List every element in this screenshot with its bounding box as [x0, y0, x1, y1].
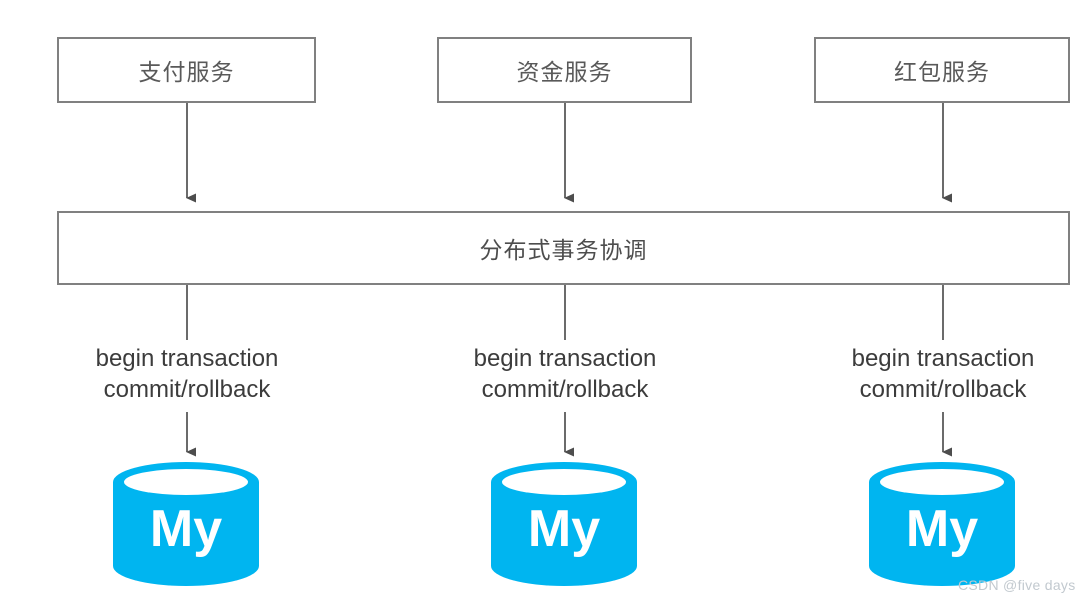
service-box-payment-label: 支付服务	[138, 59, 235, 85]
transaction-label-2: begin transaction commit/rollback	[415, 343, 715, 405]
transaction-label-1-line1: begin transaction	[95, 345, 279, 372]
mysql-database-icon-3-text: My	[906, 500, 978, 558]
mysql-database-icon-1[interactable]: My	[113, 462, 259, 586]
transaction-label-1-line2: commit/rollback	[103, 376, 271, 403]
transaction-label-1: begin transaction commit/rollback	[37, 343, 337, 405]
service-box-fund-label: 资金服务	[516, 59, 613, 85]
mysql-database-icon-1-text: My	[150, 500, 222, 558]
coordinator-box[interactable]: 分布式事务协调	[57, 211, 1070, 285]
transaction-label-3-line1: begin transaction	[851, 345, 1035, 372]
transaction-label-2-line2: commit/rollback	[481, 376, 649, 403]
service-box-payment[interactable]: 支付服务	[57, 37, 316, 103]
watermark: CSDN @five days	[958, 577, 1076, 593]
service-box-fund[interactable]: 资金服务	[437, 37, 692, 103]
service-box-redpacket-label: 红包服务	[894, 59, 990, 85]
mysql-database-icon-3[interactable]: My	[869, 462, 1015, 586]
transaction-label-3-line2: commit/rollback	[859, 376, 1027, 403]
transaction-label-2-line1: begin transaction	[473, 345, 657, 372]
coordinator-label: 分布式事务协调	[479, 237, 648, 263]
mysql-database-icon-2-text: My	[528, 500, 600, 558]
transaction-label-3: begin transaction commit/rollback	[793, 343, 1090, 405]
mysql-database-icon-2[interactable]: My	[491, 462, 637, 586]
service-box-redpacket[interactable]: 红包服务	[814, 37, 1070, 103]
